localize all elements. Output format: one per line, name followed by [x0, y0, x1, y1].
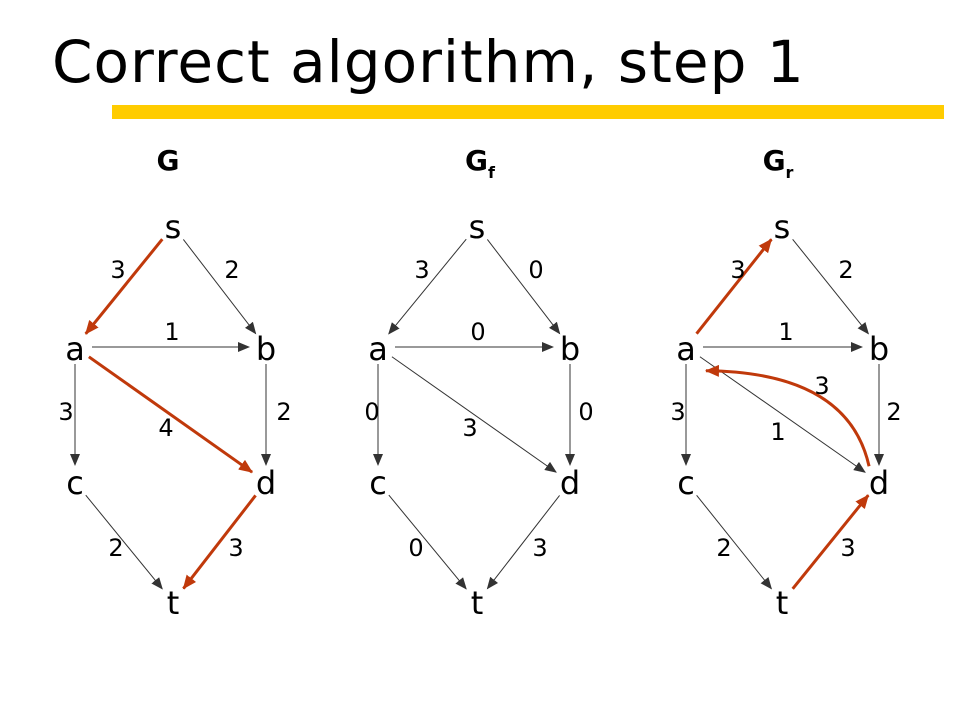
graph-gf-title: Gf [465, 144, 496, 182]
graph-gr-nodes: s a b c d t [676, 208, 889, 622]
edge-label-gf-s-a: 3 [414, 256, 429, 284]
graph-gr-node-d: d [869, 464, 889, 502]
edge-label-g-s-a: 3 [110, 256, 125, 284]
graph-g: G 3 2 1 3 4 2 2 3 s a b c d t [58, 144, 291, 622]
edge-label-gr-a-s: 3 [730, 256, 745, 284]
edge-label-g-a-d: 4 [158, 414, 173, 442]
edge-label-gf-d-t: 3 [532, 534, 547, 562]
edge-label-g-b-d: 2 [276, 398, 291, 426]
edge-g-a-d [88, 355, 253, 474]
graph-g-node-s: s [165, 208, 182, 246]
graph-gf-edge-labels: 3 0 0 0 3 0 0 3 [364, 256, 593, 562]
edge-g-d-t [182, 494, 257, 590]
graph-gr-title: Gr [763, 144, 794, 182]
graph-gf-node-a: a [368, 330, 388, 368]
edge-gr-s-b [792, 238, 869, 335]
edge-gr-c-t [696, 494, 773, 590]
edge-label-gr-s-b: 2 [838, 256, 853, 284]
edge-label-gr-a-c: 3 [670, 398, 685, 426]
graph-gf-node-c: c [369, 464, 387, 502]
edge-label-g-a-b: 1 [164, 318, 179, 346]
graph-g-node-d: d [256, 464, 276, 502]
graph-gf-nodes: s a b c d t [368, 208, 580, 622]
graph-g-node-b: b [256, 330, 276, 368]
graph-gf-edges [373, 238, 575, 590]
edge-label-gf-a-d: 3 [462, 414, 477, 442]
edge-g-s-b [182, 239, 257, 335]
graph-gr-node-s: s [774, 208, 791, 246]
edge-label-g-d-t: 3 [228, 534, 243, 562]
graph-gr-node-b: b [869, 330, 889, 368]
edge-label-gf-c-t: 0 [408, 534, 423, 562]
title-accent-bar [112, 105, 944, 119]
edge-label-gf-b-d: 0 [578, 398, 593, 426]
graph-g-node-c: c [66, 464, 84, 502]
edge-gr-d-a [704, 364, 871, 467]
graph-g-node-t: t [167, 584, 180, 622]
edge-gf-d-t [486, 495, 560, 590]
edge-gr-a-d [699, 356, 866, 473]
edge-gr-t-d [791, 494, 870, 590]
edge-label-g-c-t: 2 [108, 534, 123, 562]
edge-g-c-t [85, 494, 163, 590]
edge-label-gr-a-d: 1 [770, 418, 785, 446]
graph-g-node-a: a [65, 330, 85, 368]
edge-label-gf-a-c: 0 [364, 398, 379, 426]
edge-label-gr-d-a: 3 [814, 372, 829, 400]
graph-gf: Gf 3 0 0 0 3 0 0 3 s a b c d t [364, 144, 593, 622]
graph-gf-node-t: t [471, 584, 484, 622]
edge-gf-a-d [391, 356, 557, 473]
graph-g-title: G [157, 144, 180, 177]
graph-gr-edges [681, 238, 884, 590]
graph-gr-node-t: t [776, 584, 789, 622]
edge-gf-s-a [388, 238, 467, 335]
edge-label-gf-a-b: 0 [470, 318, 485, 346]
edge-g-s-a [84, 238, 164, 335]
edge-gf-s-b [486, 239, 561, 335]
graph-gf-node-b: b [560, 330, 580, 368]
edge-label-gr-t-d: 3 [840, 534, 855, 562]
edge-label-g-s-b: 2 [224, 256, 239, 284]
edge-label-gr-a-b: 1 [778, 318, 793, 346]
graph-gr-node-a: a [676, 330, 696, 368]
graph-gf-node-d: d [560, 464, 580, 502]
slide-title: Correct algorithm, step 1 [52, 28, 805, 96]
edge-gr-a-s [695, 238, 773, 335]
edge-label-gr-b-d: 2 [886, 398, 901, 426]
edge-label-gf-s-b: 0 [528, 256, 543, 284]
graph-g-edges [70, 238, 271, 590]
edge-gf-c-t [388, 494, 467, 590]
graph-gf-node-s: s [469, 208, 486, 246]
graph-g-nodes: s a b c d t [65, 208, 276, 622]
edge-label-g-a-c: 3 [58, 398, 73, 426]
edge-label-gr-c-t: 2 [716, 534, 731, 562]
graph-g-edge-labels: 3 2 1 3 4 2 2 3 [58, 256, 291, 562]
graph-gr-node-c: c [677, 464, 695, 502]
